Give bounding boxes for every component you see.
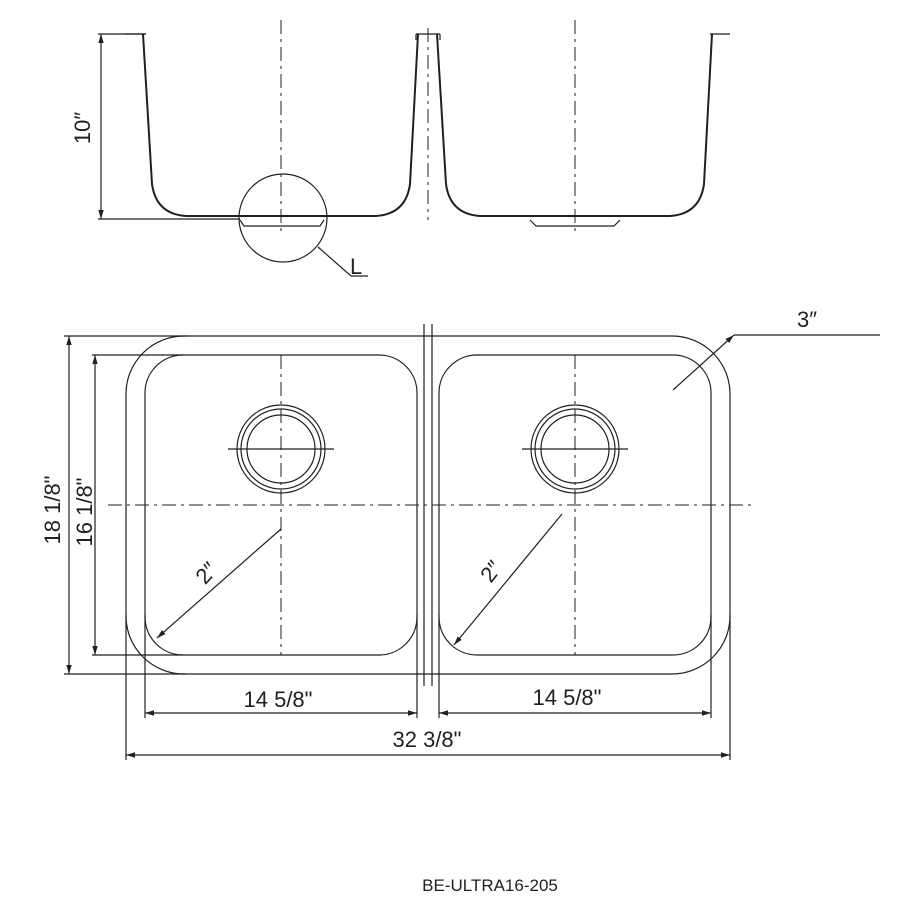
left-bowl-width-label: 14 5/8" bbox=[244, 687, 313, 712]
right-bowl-width-label: 14 5/8" bbox=[533, 685, 602, 710]
overall-width-label: 32 3/8" bbox=[393, 727, 462, 752]
right-drain-profile bbox=[529, 219, 621, 227]
model-number: BE-ULTRA16-205 bbox=[422, 876, 558, 895]
detail-callout-label: L bbox=[350, 254, 362, 279]
left-drain-profile bbox=[239, 219, 325, 227]
depth-label: 10″ bbox=[70, 112, 95, 144]
top-view: 3″ 2″ 2″ 18 1/8" 16 1/8" 14 5/8" 14 5/8"… bbox=[40, 307, 880, 760]
detail-circle bbox=[238, 173, 328, 263]
outer-radius-leader bbox=[672, 334, 735, 391]
inner-height-label: 16 1/8" bbox=[72, 478, 97, 547]
outer-height-label: 18 1/8" bbox=[40, 476, 65, 545]
right-inner-radius-label: 2″ bbox=[475, 556, 507, 587]
side-view: 10″ L bbox=[70, 20, 730, 279]
outer-radius-label: 3″ bbox=[797, 307, 817, 332]
left-inner-radius-leader bbox=[156, 528, 282, 639]
detail-leader bbox=[317, 246, 352, 277]
right-inner-radius-leader bbox=[453, 513, 563, 646]
